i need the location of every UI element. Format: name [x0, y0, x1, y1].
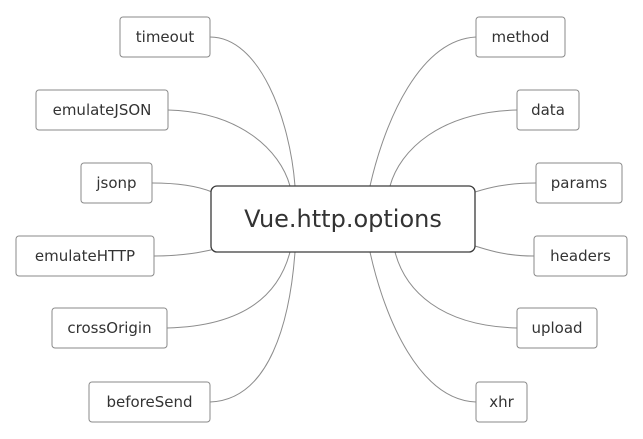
- connector-lines: [151, 36, 537, 403]
- connector-crossorigin: [166, 251, 291, 329]
- topic-label: params: [551, 174, 608, 192]
- topic-label: upload: [531, 319, 582, 337]
- topic-box: [475, 381, 528, 423]
- topic-box: [533, 235, 628, 277]
- topic-box: [516, 89, 580, 131]
- topic-node-data[interactable]: data: [516, 89, 580, 131]
- connector-emulatejson: [167, 109, 291, 187]
- central-topic-box: [210, 185, 476, 253]
- topic-box: [15, 235, 155, 277]
- topic-node-headers[interactable]: headers: [533, 235, 628, 277]
- topic-node-crossorigin[interactable]: crossOrigin: [51, 307, 168, 349]
- topic-node-upload[interactable]: upload: [516, 307, 598, 349]
- topic-box: [35, 89, 169, 131]
- topic-box: [475, 16, 566, 58]
- connector-method: [369, 36, 477, 187]
- topic-node-xhr[interactable]: xhr: [475, 381, 528, 423]
- connector-beforesend: [209, 251, 296, 403]
- topic-node-timeout[interactable]: timeout: [119, 16, 211, 58]
- topic-box: [516, 307, 598, 349]
- central-topic-label: Vue.http.options: [244, 205, 442, 233]
- topic-label: jsonp: [95, 174, 136, 192]
- topic-label: emulateHTTP: [35, 247, 135, 265]
- topic-label: beforeSend: [106, 393, 192, 411]
- topic-label: headers: [550, 247, 611, 265]
- connector-data: [389, 109, 518, 187]
- connector-headers: [474, 245, 535, 257]
- topic-node-jsonp[interactable]: jsonp: [80, 162, 153, 204]
- topic-node-params[interactable]: params: [535, 162, 623, 204]
- connector-emulatehttp: [153, 247, 221, 257]
- topic-label: crossOrigin: [67, 319, 151, 337]
- topic-label: method: [492, 28, 550, 46]
- connector-xhr: [369, 251, 477, 403]
- connector-jsonp: [151, 182, 213, 193]
- connector-timeout: [209, 36, 296, 187]
- right-branch-group: method data params headers upload xhr: [475, 16, 628, 423]
- connector-upload: [394, 251, 518, 329]
- left-branch-group: timeout emulateJSON jsonp emulateHTTP cr…: [15, 16, 211, 423]
- topic-label: timeout: [136, 28, 195, 46]
- topic-label: xhr: [489, 393, 514, 411]
- topic-box: [119, 16, 211, 58]
- topic-box: [88, 381, 211, 423]
- topic-label: data: [531, 101, 565, 119]
- topic-label: emulateJSON: [53, 101, 152, 119]
- topic-node-beforesend[interactable]: beforeSend: [88, 381, 211, 423]
- topic-node-emulatejson[interactable]: emulateJSON: [35, 89, 169, 131]
- topic-node-emulatehttp[interactable]: emulateHTTP: [15, 235, 155, 277]
- topic-box: [535, 162, 623, 204]
- topic-node-method[interactable]: method: [475, 16, 566, 58]
- topic-box: [80, 162, 153, 204]
- topic-box: [51, 307, 168, 349]
- central-topic-node[interactable]: Vue.http.options: [210, 185, 476, 253]
- connector-params: [474, 182, 537, 193]
